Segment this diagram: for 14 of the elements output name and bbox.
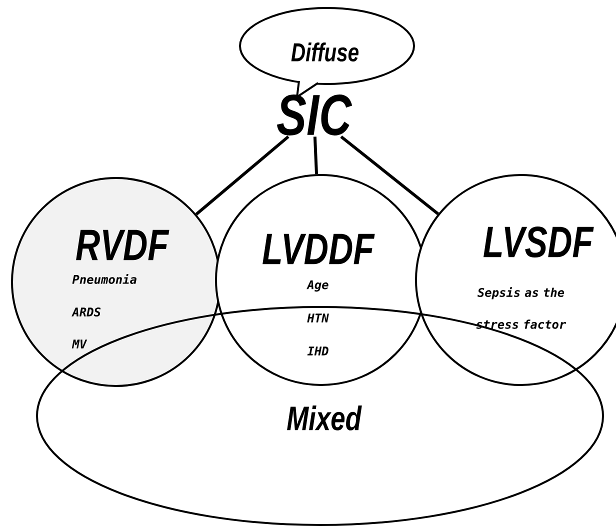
connector-line xyxy=(340,135,440,216)
connector-line xyxy=(195,136,290,216)
heading: RVDF xyxy=(76,230,170,260)
heading: SIC xyxy=(276,94,352,136)
body-text: MV xyxy=(72,340,88,348)
heading: Mixed xyxy=(287,406,362,430)
heading: LVSDF xyxy=(484,226,594,258)
heading: LVDDF xyxy=(262,234,375,264)
body-text: Age xyxy=(306,280,328,292)
body-text: IHD xyxy=(307,346,328,356)
connector-line xyxy=(313,136,318,174)
body-text: HTN xyxy=(307,314,329,322)
body-text: Pneumonia xyxy=(72,274,136,284)
body-text: ARDS xyxy=(72,307,101,317)
